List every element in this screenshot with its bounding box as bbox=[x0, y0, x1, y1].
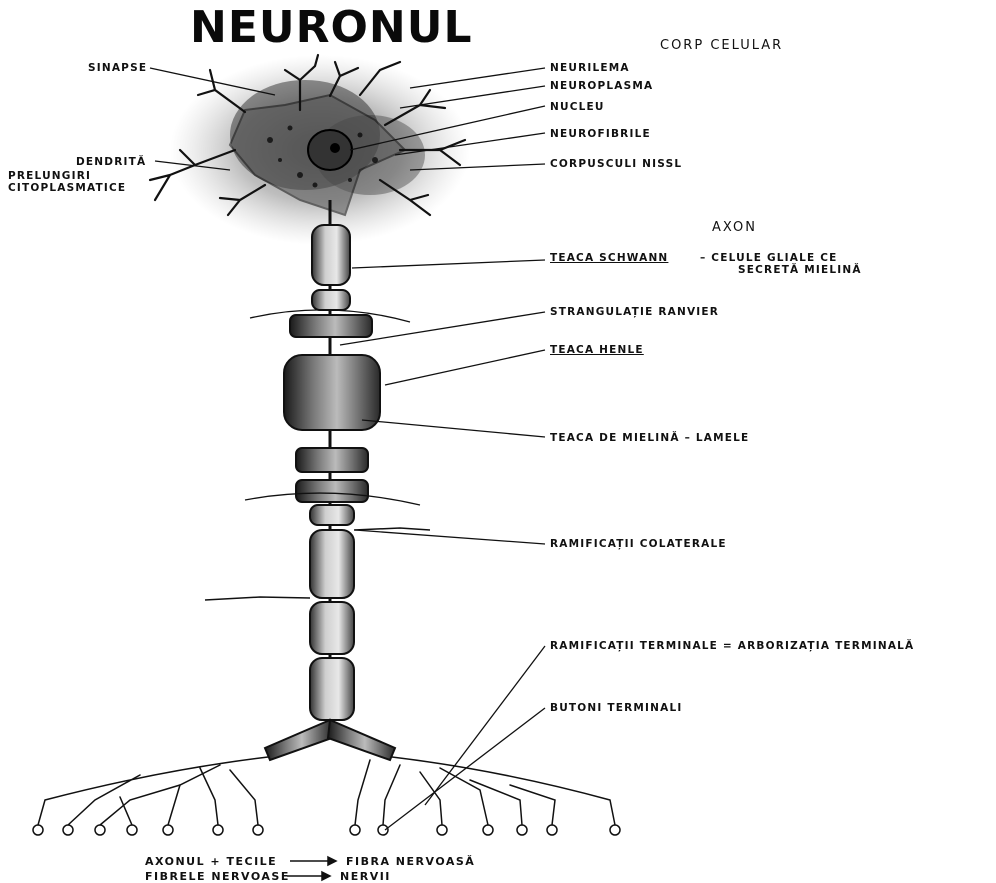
label-teaca-mielina: TEACA DE MIELINĂ – LAMELE bbox=[550, 432, 749, 444]
nucleus bbox=[308, 130, 352, 170]
label-nucleu: NUCLEU bbox=[550, 101, 605, 113]
label-corpusculi-nissl: CORPUSCULI NISSL bbox=[550, 158, 682, 170]
label-sinapse: SINAPSE bbox=[88, 62, 147, 74]
label-ramificatii-terminale: RAMIFICAȚII TERMINALE = ARBORIZAȚIA TERM… bbox=[550, 640, 914, 652]
label-schwann-desc-2: SECRETĂ MIELINĂ bbox=[738, 264, 862, 276]
footer-nervii: NERVII bbox=[340, 870, 391, 883]
label-dendrita: DENDRITĂ bbox=[76, 156, 146, 168]
label-neurofibrile: NEUROFIBRILE bbox=[550, 128, 651, 140]
label-citoplasmatice: CITOPLASMATICE bbox=[8, 182, 126, 194]
section-cell-body: CORP CELULAR bbox=[660, 38, 783, 53]
label-ramificatii-colaterale: RAMIFICAȚII COLATERALE bbox=[550, 538, 727, 550]
label-butoni-terminali: BUTONI TERMINALI bbox=[550, 702, 682, 714]
page-title: NEURONUL bbox=[190, 2, 472, 53]
terminal-buttons bbox=[33, 825, 620, 835]
label-prelungiri: PRELUNGIRI bbox=[8, 170, 91, 182]
footer-fibrele-nervoase: FIBRELE NERVOASE bbox=[145, 870, 290, 883]
myelin-sheath bbox=[284, 225, 380, 720]
label-neuroplasma: NEUROPLASMA bbox=[550, 80, 653, 92]
footer-fibra-nervoasa: FIBRA NERVOASĂ bbox=[346, 855, 475, 868]
label-teaca-schwann: TEACA SCHWANN bbox=[550, 252, 668, 264]
label-ranvier: STRANGULAȚIE RANVIER bbox=[550, 306, 719, 318]
label-teaca-henle: TEACA HENLE bbox=[550, 344, 644, 356]
label-neurilema: NEURILEMA bbox=[550, 62, 630, 74]
footer-axonul-tecile: AXONUL + TECILE bbox=[145, 855, 277, 868]
label-schwann-desc-1: – CELULE GLIALE CE bbox=[700, 252, 838, 264]
section-axon: AXON bbox=[712, 220, 757, 235]
terminal-arborization bbox=[38, 757, 615, 825]
axon-terminal-split bbox=[265, 720, 395, 760]
